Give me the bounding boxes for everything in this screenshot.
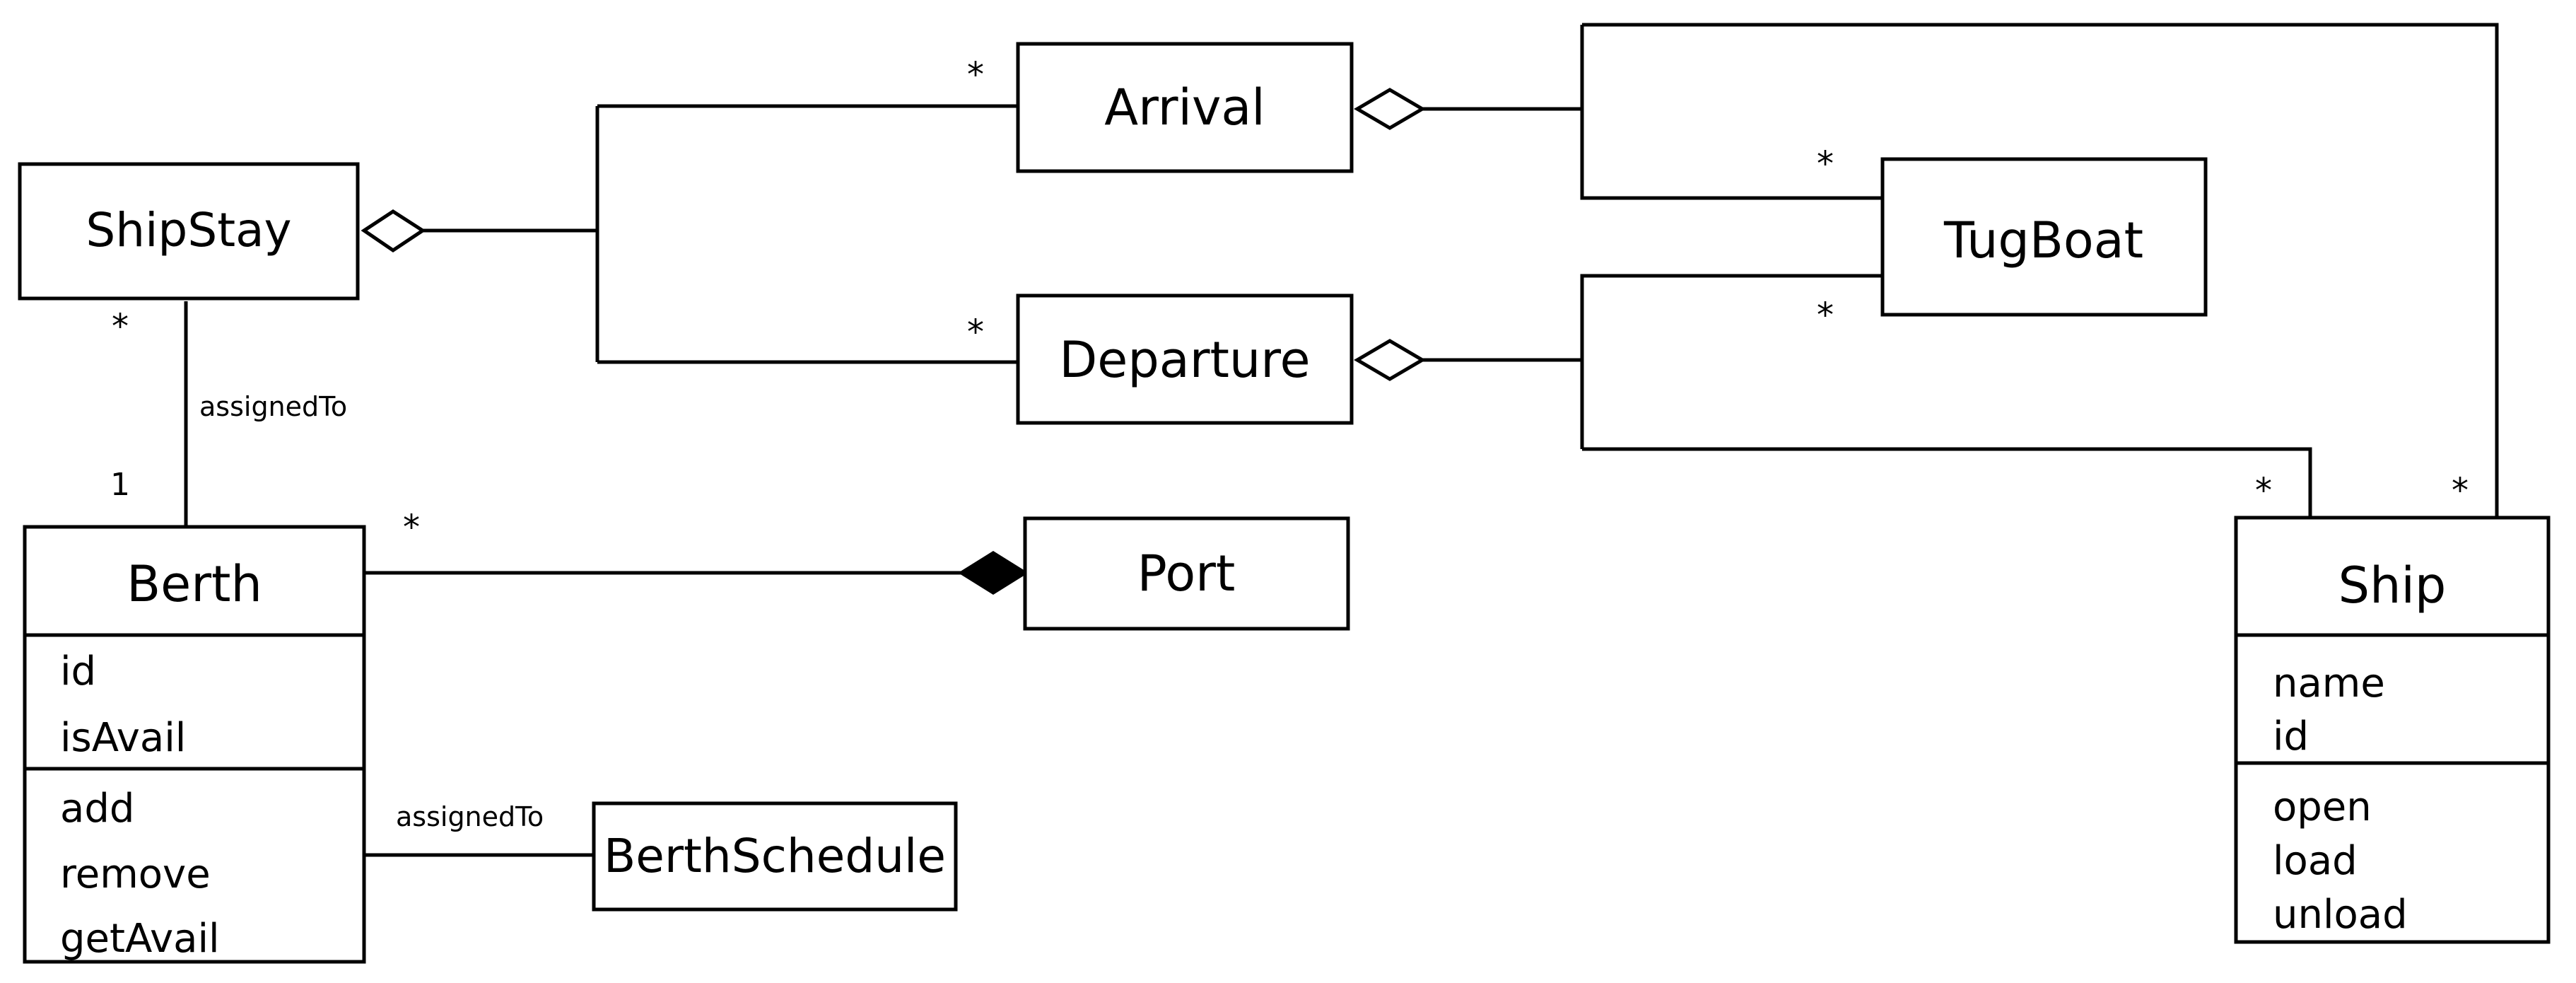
- multiplicity-shipstay-arrival: *: [967, 55, 984, 95]
- class-berth-name: Berth: [127, 555, 262, 613]
- multiplicity-berth-port: *: [403, 508, 420, 547]
- class-port[interactable]: Port: [1023, 516, 1350, 631]
- multiplicity-shipstay-berth-berth-end: 1: [110, 467, 130, 503]
- class-tugboat[interactable]: TugBoat: [1880, 157, 2208, 317]
- class-berthschedule[interactable]: BerthSchedule: [592, 801, 958, 912]
- class-berth[interactable]: Berth id isAvail add remove getAvail: [23, 525, 366, 964]
- multiplicity-departure-tugboat: *: [1817, 296, 1834, 335]
- class-berthschedule-box: [592, 801, 958, 912]
- multiplicity-arrival-ship: *: [2452, 471, 2469, 511]
- class-tugboat-box: [1880, 157, 2208, 317]
- class-berth-box: [23, 525, 366, 964]
- multiplicity-shipstay-departure: *: [967, 313, 984, 352]
- association-label-shipstay-berth: assignedTo: [199, 391, 347, 422]
- class-berth-attribute: isAvail: [60, 715, 186, 761]
- arrival-ship-line: [1582, 23, 2499, 518]
- multiplicity-shipstay-berth-shipstay-end: *: [112, 307, 129, 347]
- class-ship-operation: unload: [2273, 892, 2408, 938]
- class-shipstay[interactable]: ShipStay: [18, 162, 360, 301]
- class-arrival-box: [1016, 42, 1354, 173]
- class-berth-operation: remove: [60, 851, 211, 897]
- departure-ship-line: [1582, 447, 2312, 518]
- class-departure[interactable]: Departure: [1016, 293, 1354, 425]
- class-ship-operation: open: [2273, 784, 2372, 830]
- class-ship-name: Ship: [2338, 557, 2447, 615]
- class-berth-attribute: id: [60, 648, 96, 694]
- port-composition-diamond-icon: [958, 551, 1029, 595]
- arrival-aggregation-diamond-icon: [1354, 88, 1426, 130]
- class-arrival-name: Arrival: [1104, 78, 1265, 136]
- class-berth-operation: getAvail: [60, 916, 220, 962]
- class-port-name: Port: [1137, 545, 1236, 603]
- class-ship-operation: load: [2273, 838, 2358, 884]
- class-ship-box: [2234, 516, 2551, 944]
- association-label-berth-schedule: assignedTo: [396, 801, 544, 832]
- class-arrival[interactable]: Arrival: [1016, 42, 1354, 173]
- multiplicity-departure-ship: *: [2255, 471, 2272, 511]
- class-departure-name: Departure: [1059, 331, 1310, 389]
- arrival-tugboat-line: [1580, 25, 1883, 200]
- class-port-box: [1023, 516, 1350, 631]
- class-ship[interactable]: Ship name id open load unload: [2234, 516, 2551, 944]
- class-departure-box: [1016, 293, 1354, 425]
- departure-aggregation-diamond-icon: [1354, 339, 1426, 381]
- class-berth-operation: add: [60, 786, 134, 832]
- class-ship-attribute: id: [2273, 714, 2309, 760]
- multiplicity-arrival-tugboat: *: [1817, 144, 1834, 184]
- shipstay-aggregation-diamond-icon: [361, 209, 426, 253]
- departure-tugboat-line: [1580, 274, 1883, 449]
- class-shipstay-name: ShipStay: [86, 203, 291, 257]
- class-tugboat-name: TugBoat: [1943, 211, 2143, 269]
- class-berthschedule-name: BerthSchedule: [604, 829, 946, 883]
- class-ship-attribute: name: [2273, 661, 2385, 706]
- class-shipstay-box: [18, 162, 360, 301]
